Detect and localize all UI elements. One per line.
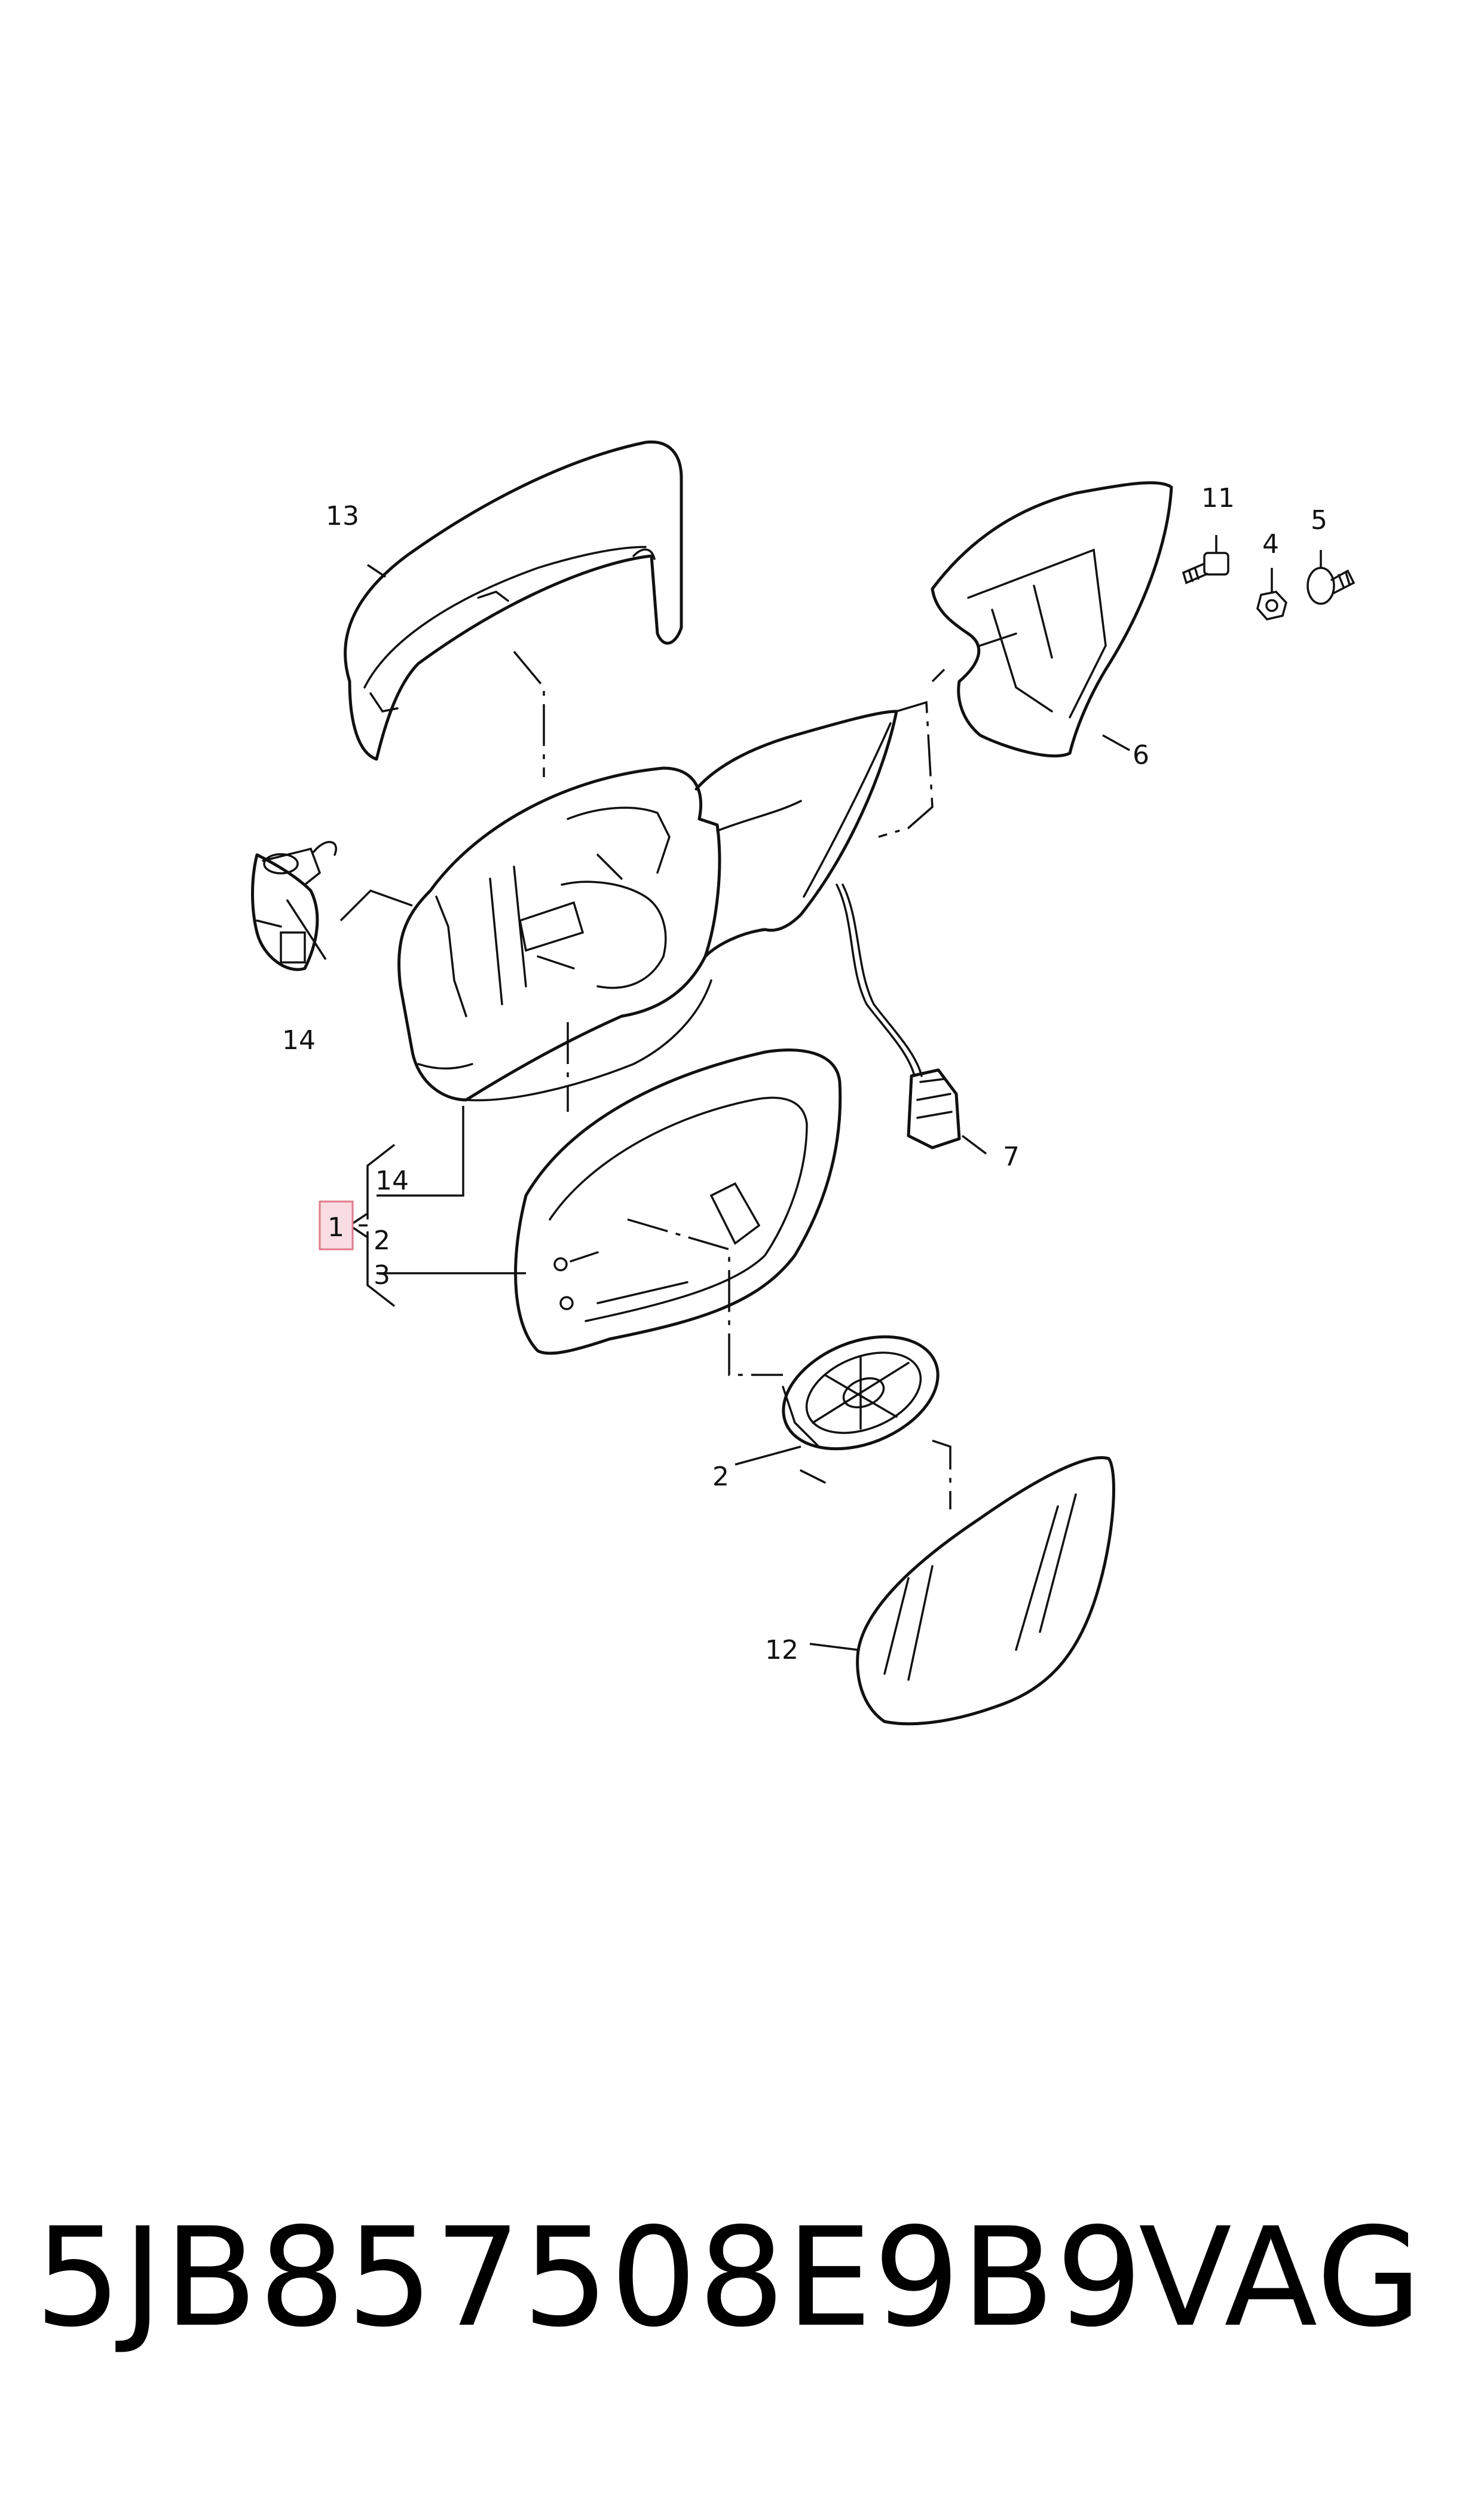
wiring-harness-part-7 <box>836 883 961 1150</box>
actuator-part-14 <box>251 841 337 971</box>
clip-screw-part-5 <box>1306 567 1356 605</box>
brand-name: VAG <box>1139 2198 1424 2357</box>
part-number: 5JB857508E9B9 <box>35 2198 1144 2357</box>
callout-1-highlight[interactable] <box>319 1200 354 1251</box>
callout-2-motor: 2 <box>712 1462 729 1492</box>
mirror-cap-part-13 <box>344 440 683 761</box>
callout-7: 7 <box>1003 1142 1020 1172</box>
callout-13: 13 <box>326 501 359 531</box>
callout-12: 12 <box>765 1635 798 1665</box>
leader-lines <box>286 535 1322 1651</box>
mirror-glass-part-12 <box>856 1456 1115 1726</box>
nut-part-4 <box>1256 591 1287 620</box>
mirror-arm <box>694 710 898 958</box>
callout-14-actuator: 14 <box>282 1025 316 1056</box>
callout-2-bracket: 2 <box>374 1225 390 1256</box>
callout-11: 11 <box>1201 483 1235 513</box>
callout-1[interactable]: 1 <box>328 1212 344 1243</box>
mirror-frame-part-3 <box>514 1048 842 1355</box>
callout-5: 5 <box>1311 505 1327 536</box>
mirror-housing <box>397 766 721 1102</box>
callout-6: 6 <box>1133 740 1149 771</box>
mirror-base-part-6 <box>931 481 1173 758</box>
adjustment-motor-part-2 <box>782 1335 940 1484</box>
callout-4: 4 <box>1262 529 1279 560</box>
screw-part-11 <box>1182 552 1229 585</box>
callout-14-bracket: 14 <box>375 1166 409 1196</box>
callout-3: 3 <box>374 1260 390 1291</box>
